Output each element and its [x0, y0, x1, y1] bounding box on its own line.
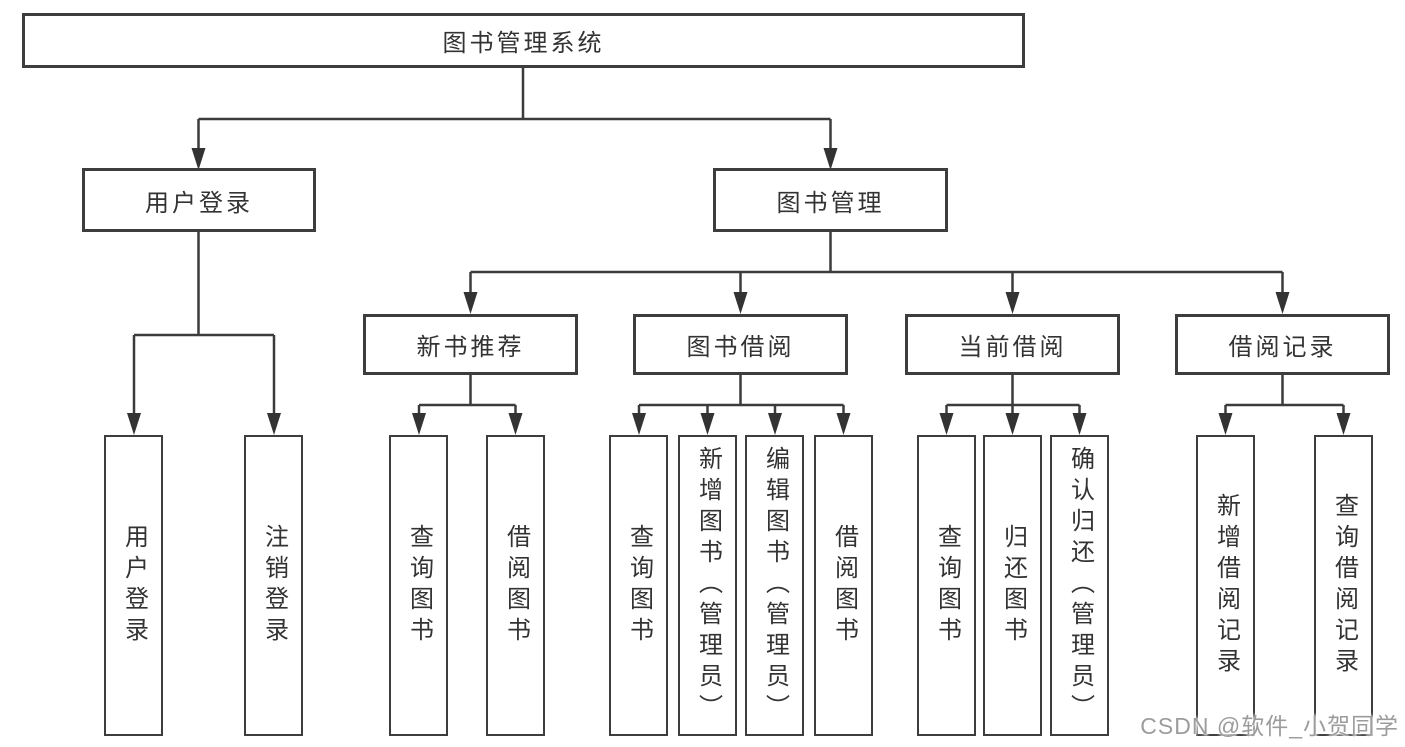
leaf-query-books-current: 查询图书: [917, 435, 976, 736]
leaf-borrow-books: 借阅图书: [814, 435, 873, 736]
leaf-label: 用户登录: [120, 523, 148, 648]
leaf-label: 新增借阅记录: [1212, 492, 1240, 679]
leaf-add-book-admin: 新增图书（管理员）: [678, 435, 737, 736]
leaf-label: 查询图书: [625, 523, 653, 648]
leaf-add-borrow-record: 新增借阅记录: [1196, 435, 1255, 736]
leaf-label: 确认归还（管理员）: [1066, 446, 1094, 725]
node-label: 图书管理系统: [442, 30, 605, 57]
node-book-management: 图书管理: [713, 168, 948, 232]
leaf-label: 编辑图书（管理员）: [761, 446, 789, 725]
leaf-label: 新增图书（管理员）: [694, 446, 722, 725]
leaf-user-login: 用户登录: [104, 435, 163, 736]
csdn-watermark: CSDN @软件_小贺同学: [1140, 713, 1399, 739]
leaf-confirm-return-admin: 确认归还（管理员）: [1050, 435, 1109, 736]
node-label: 图书管理: [776, 189, 885, 217]
leaf-query-books-borrow: 查询图书: [609, 435, 668, 736]
node-borrowing-records: 借阅记录: [1175, 314, 1390, 375]
node-label: 图书借阅: [686, 334, 795, 361]
node-user-login: 用户登录: [82, 168, 316, 232]
leaf-borrow-books-recommend: 借阅图书: [486, 435, 545, 736]
node-new-book-recommendation: 新书推荐: [363, 314, 578, 375]
node-book-borrowing: 图书借阅: [633, 314, 848, 375]
node-label: 借阅记录: [1228, 334, 1337, 361]
leaf-query-borrow-record: 查询借阅记录: [1314, 435, 1373, 736]
leaf-label: 借阅图书: [502, 523, 530, 648]
leaf-label: 归还图书: [999, 523, 1027, 648]
node-current-borrowing: 当前借阅: [905, 314, 1120, 375]
node-library-management-system: 图书管理系统: [22, 13, 1025, 68]
leaf-label: 注销登录: [260, 523, 288, 648]
leaf-logout: 注销登录: [244, 435, 303, 736]
leaf-edit-book-admin: 编辑图书（管理员）: [745, 435, 804, 736]
leaf-query-books-recommend: 查询图书: [389, 435, 448, 736]
leaf-return-book: 归还图书: [983, 435, 1042, 736]
leaf-label: 查询借阅记录: [1330, 492, 1358, 679]
leaf-label: 查询图书: [405, 523, 433, 648]
node-label: 当前借阅: [958, 334, 1067, 361]
node-label: 新书推荐: [416, 334, 525, 361]
leaf-label: 查询图书: [933, 523, 961, 648]
leaf-label: 借阅图书: [830, 523, 858, 648]
node-label: 用户登录: [145, 189, 253, 217]
